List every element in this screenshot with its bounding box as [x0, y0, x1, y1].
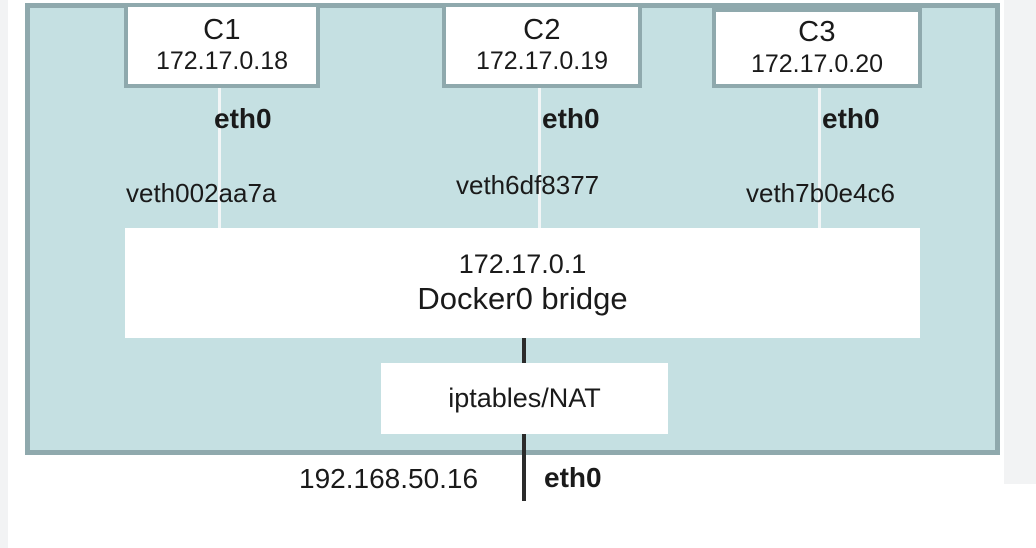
- host-interface-label-eth0: eth0: [544, 462, 602, 493]
- container-box-c3[interactable]: C3 172.17.0.20: [712, 8, 922, 88]
- veth-label-c3: veth7b0e4c6: [746, 178, 895, 208]
- cable-c1-to-bridge: [218, 88, 221, 236]
- cable-c2-to-bridge: [538, 88, 541, 236]
- interface-label-c2-eth0: eth0: [542, 103, 600, 134]
- iptables-nat-label: iptables/NAT: [448, 383, 601, 413]
- bridge-ip: 172.17.0.1: [458, 248, 587, 279]
- cable-c3-to-bridge: [818, 88, 821, 236]
- interface-label-c1-eth0: eth0: [214, 103, 272, 134]
- container-name-c1: C1: [203, 13, 241, 46]
- container-box-c1[interactable]: C1 172.17.0.18: [124, 3, 320, 88]
- container-ip-c1: 172.17.0.18: [155, 47, 289, 76]
- veth-label-c2: veth6df8377: [456, 170, 600, 200]
- cable-bridge-to-nat: [522, 338, 526, 364]
- veth-label-c1: veth002aa7a: [126, 178, 277, 208]
- container-name-c2: C2: [523, 13, 561, 46]
- container-ip-c2: 172.17.0.19: [475, 47, 609, 76]
- iptables-nat-box[interactable]: iptables/NAT: [381, 363, 668, 434]
- container-name-c3: C3: [798, 16, 836, 49]
- host-ip-label: 192.168.50.16: [299, 463, 479, 494]
- page-background-left-strip: [0, 0, 8, 548]
- docker0-bridge-box[interactable]: 172.17.0.1 Docker0 bridge: [125, 228, 920, 338]
- page-background-right-strip: [1004, 0, 1036, 484]
- container-ip-c3: 172.17.0.20: [750, 49, 884, 78]
- interface-label-c3-eth0: eth0: [822, 103, 880, 134]
- container-box-c2[interactable]: C2 172.17.0.19: [442, 3, 642, 88]
- cable-nat-to-host-eth0: [522, 434, 526, 501]
- bridge-name: Docker0 bridge: [417, 280, 628, 316]
